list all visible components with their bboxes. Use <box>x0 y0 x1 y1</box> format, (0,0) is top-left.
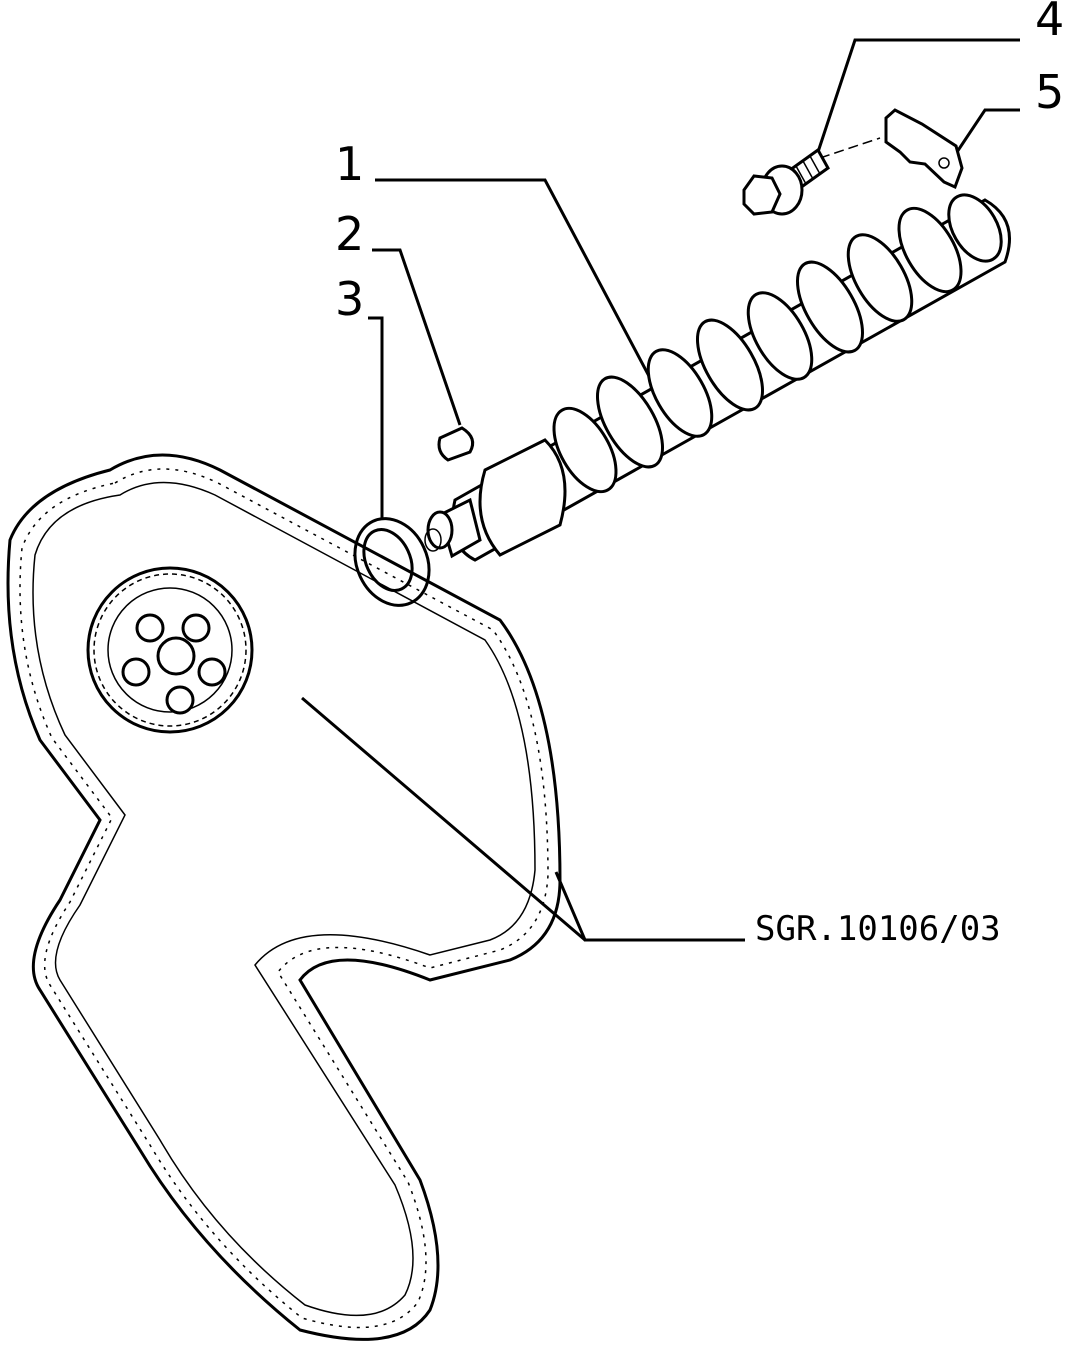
bracket-hole <box>938 157 950 169</box>
callout-3-label: 3 <box>335 272 364 326</box>
gear-web <box>107 587 233 713</box>
cam-lobe <box>947 193 1003 263</box>
leader-lines <box>301 38 1020 942</box>
cam-lobe <box>746 291 814 381</box>
belt-outer-edge <box>6 453 562 1341</box>
gear-hole <box>135 613 165 643</box>
camshaft-part <box>426 193 1011 562</box>
cam-lobe <box>846 233 914 323</box>
gear-hole <box>121 657 151 687</box>
cam-lobe <box>695 318 765 412</box>
leader-line-1 <box>375 178 652 379</box>
leader-line-ref <box>554 871 745 942</box>
leader-line-ref-gear <box>301 696 586 942</box>
cam-lobe <box>552 406 618 494</box>
cam-lobe <box>595 375 665 469</box>
callout-1-label: 1 <box>335 137 364 191</box>
gear-hole <box>165 685 195 715</box>
bolt-part <box>742 147 830 216</box>
belt-teeth <box>19 468 549 1329</box>
cam-lobe <box>646 348 714 438</box>
gear-hole <box>197 657 227 687</box>
callout-4-label: 4 <box>1035 0 1064 46</box>
bracket-part <box>884 108 964 190</box>
seal-ring-small <box>424 528 442 552</box>
timing-gear-part <box>86 566 254 734</box>
leader-line-3 <box>368 316 384 522</box>
bolt-head <box>742 174 782 216</box>
gear-teeth-circle <box>93 573 247 727</box>
cam-lobe <box>795 260 865 354</box>
key-part <box>437 426 475 462</box>
bolt-axis-line <box>819 137 881 159</box>
leader-line-2 <box>372 248 462 426</box>
callout-2-label: 2 <box>335 207 364 261</box>
cam-lobe <box>897 206 963 294</box>
gear-hole <box>181 613 211 643</box>
bolt-thread-lines <box>795 155 821 185</box>
camshaft-nose-end <box>426 510 454 550</box>
belt-inner-edge <box>32 481 536 1317</box>
timing-belt-part <box>6 453 562 1341</box>
gear-hub <box>156 636 196 676</box>
leader-line-4 <box>816 38 1020 153</box>
camshaft-front-journal <box>478 438 567 557</box>
callout-5-label: 5 <box>1035 65 1064 119</box>
camshaft-lobes <box>552 193 1003 494</box>
reference-code: SGR.10106/03 <box>755 909 1001 949</box>
leader-line-5 <box>953 108 1020 156</box>
